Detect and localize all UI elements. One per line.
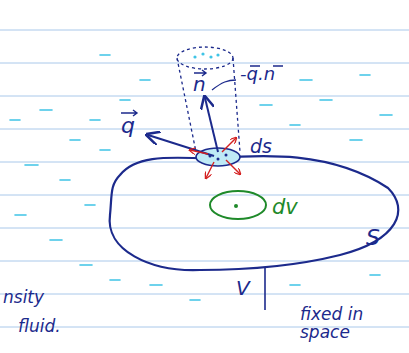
surface-outline [110, 156, 399, 270]
leader-line [264, 268, 266, 310]
volume-element [210, 191, 266, 219]
flux-cylinder [177, 47, 240, 152]
vector-marks [121, 66, 283, 116]
vector-symbol: q [121, 114, 135, 137]
normal-arrow [205, 98, 218, 152]
fluid-dashes [10, 55, 392, 300]
leader-line [212, 80, 236, 90]
note-text: fluid. [18, 318, 61, 336]
vector-symbol: n [193, 74, 206, 95]
flux-label: -q.n [240, 65, 275, 84]
surface-label: S [366, 226, 380, 249]
volume-label: V [236, 278, 250, 299]
note-text: fixed in space [300, 306, 388, 342]
stress-arrows [190, 138, 240, 178]
note-text: nsity [3, 289, 44, 307]
velocity-arrow [148, 135, 214, 156]
element-label: dv [272, 196, 298, 218]
element-label: ds [250, 137, 272, 157]
ruled-lines [0, 30, 409, 327]
